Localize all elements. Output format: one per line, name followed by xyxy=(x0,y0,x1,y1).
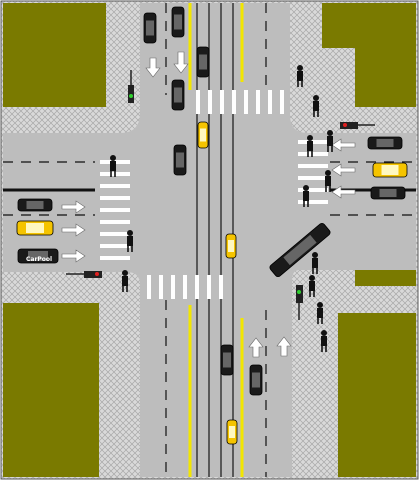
arrow-left-2 xyxy=(331,163,356,177)
car-8 xyxy=(370,186,406,200)
grass-block-nw xyxy=(3,3,106,107)
arrow-left-1 xyxy=(331,138,356,152)
arrow-right-3 xyxy=(61,249,86,263)
rail-lines xyxy=(196,3,234,477)
grass-block-ne xyxy=(355,48,416,107)
traffic-light-se xyxy=(296,285,303,320)
bus-12 xyxy=(269,222,331,278)
pedestrian-7 xyxy=(127,230,133,252)
pedestrian-8 xyxy=(122,270,128,292)
arrow-left-3 xyxy=(331,185,356,199)
traffic-light-ne xyxy=(340,122,375,129)
pedestrian-10 xyxy=(317,302,323,324)
traffic-light-sw xyxy=(66,271,102,278)
car-11 xyxy=(17,248,59,264)
car-6 xyxy=(367,136,403,150)
arrow-up-1 xyxy=(248,337,264,358)
pedestrian-12 xyxy=(309,275,315,297)
arrow-right-2 xyxy=(61,223,86,237)
car-13 xyxy=(220,344,234,376)
car-0 xyxy=(143,12,157,44)
pedestrian-11 xyxy=(321,330,327,352)
arrow-up-2 xyxy=(276,336,292,357)
car-14 xyxy=(249,364,263,396)
car-2 xyxy=(196,46,210,78)
grass-block-sw xyxy=(3,303,99,477)
taxi-15 xyxy=(225,233,237,259)
pedestrian-6 xyxy=(110,155,116,177)
car-3 xyxy=(171,79,185,111)
lane-dashes-vertical xyxy=(165,3,267,477)
taxi-4 xyxy=(197,121,209,149)
grass-block-ne-top xyxy=(322,3,416,48)
carpool-label: CarPool xyxy=(26,256,52,263)
lane-dashes-horizontal xyxy=(3,161,416,216)
grass-strip-e xyxy=(355,270,416,286)
pedestrian-4 xyxy=(325,170,331,192)
arrow-down-1 xyxy=(145,57,161,78)
crosswalk-north xyxy=(196,90,284,114)
taxi-16 xyxy=(226,419,238,445)
pedestrian-1 xyxy=(313,95,319,117)
car-9 xyxy=(17,198,53,212)
traffic-light-nw xyxy=(128,70,134,103)
arrow-down-2 xyxy=(173,51,189,74)
pedestrian-2 xyxy=(327,130,333,152)
grass-block-se xyxy=(338,313,416,477)
lane-arrows xyxy=(61,51,356,358)
pedestrian-3 xyxy=(307,135,313,157)
pedestrian-0 xyxy=(297,65,303,87)
taxi-7 xyxy=(372,162,408,178)
crosswalk-south xyxy=(147,275,223,299)
arrow-right-1 xyxy=(61,200,86,214)
pedestrian-5 xyxy=(303,185,309,207)
taxi-10 xyxy=(16,220,54,236)
car-5 xyxy=(173,144,187,176)
pedestrian-9 xyxy=(312,252,318,274)
car-1 xyxy=(171,6,185,38)
vehicles-layer xyxy=(16,6,408,445)
pedestrians-layer xyxy=(110,65,333,352)
